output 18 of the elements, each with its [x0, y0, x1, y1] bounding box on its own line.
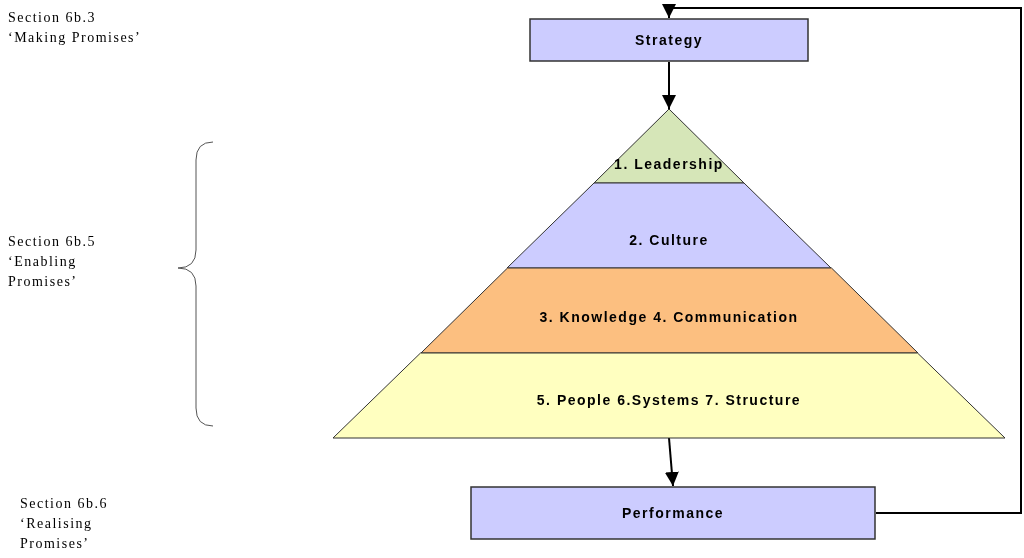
layer-label: 3. Knowledge 4. Communication [539, 307, 799, 326]
section-note: Section 6b.6 ‘Realising Promises’ [20, 495, 109, 553]
layer-label: Strategy [635, 31, 703, 49]
pyramid-layer [420, 268, 918, 353]
pyramid-layer [507, 183, 831, 268]
performance-box [470, 486, 876, 540]
layer-label: 2. Culture [629, 230, 709, 249]
layer-label: 5. People 6.Systems 7. Structure [536, 390, 802, 409]
arrow [664, 437, 679, 487]
layer-label: Performance [621, 504, 725, 522]
arrow [662, 61, 676, 110]
pyramid-layer [594, 109, 744, 183]
section-note: Section 6b.5 ‘Enabling Promises’ [8, 233, 97, 291]
section-note: Section 6b.3 ‘Making Promises’ [8, 9, 143, 47]
strategy-box [529, 18, 809, 62]
arrow [662, 4, 1022, 514]
layer-label: 1. Leadership [614, 155, 724, 173]
pyramid-layer [333, 353, 1005, 438]
